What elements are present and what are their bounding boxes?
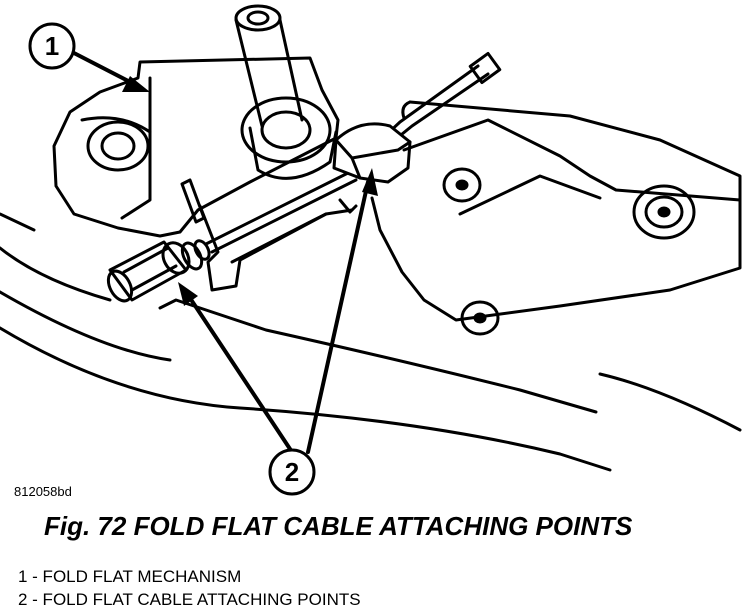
release-bracket bbox=[180, 178, 358, 292]
floor-hole-small bbox=[442, 167, 482, 203]
callout-1-label: 1 bbox=[45, 31, 59, 61]
floor-pan bbox=[370, 100, 742, 322]
pivot-post bbox=[234, 4, 338, 180]
legend-item: 2 - FOLD FLAT CABLE ATTACHING POINTS bbox=[18, 590, 361, 609]
callout-2-circle bbox=[268, 448, 316, 496]
callout-2-label: 2 bbox=[285, 457, 299, 487]
callout-1-arrowhead bbox=[122, 76, 150, 92]
left-bolt-hole bbox=[86, 120, 150, 172]
figure-caption: Fig. 72 FOLD FLAT CABLE ATTACHING POINTS bbox=[44, 511, 633, 541]
callout-2-arrowhead-right bbox=[362, 168, 378, 196]
illustration: 1 2 bbox=[0, 4, 742, 496]
figure-id: 812058bd bbox=[14, 484, 72, 499]
seat-track-edges bbox=[0, 212, 742, 472]
callout-1-circle bbox=[28, 22, 76, 70]
callout-leaders bbox=[70, 50, 370, 454]
floor-hole-large bbox=[632, 184, 696, 240]
upper-cable-attach-point bbox=[332, 122, 412, 184]
callout-2-arrowhead-left bbox=[178, 282, 198, 306]
floor-hole-bottom bbox=[460, 300, 500, 336]
seat-base-plate bbox=[52, 56, 340, 238]
lower-cable-attach-point bbox=[106, 239, 211, 303]
legend: 1 - FOLD FLAT MECHANISM 2 - FOLD FLAT CA… bbox=[18, 565, 361, 611]
legend-item: 1 - FOLD FLAT MECHANISM bbox=[18, 567, 242, 586]
